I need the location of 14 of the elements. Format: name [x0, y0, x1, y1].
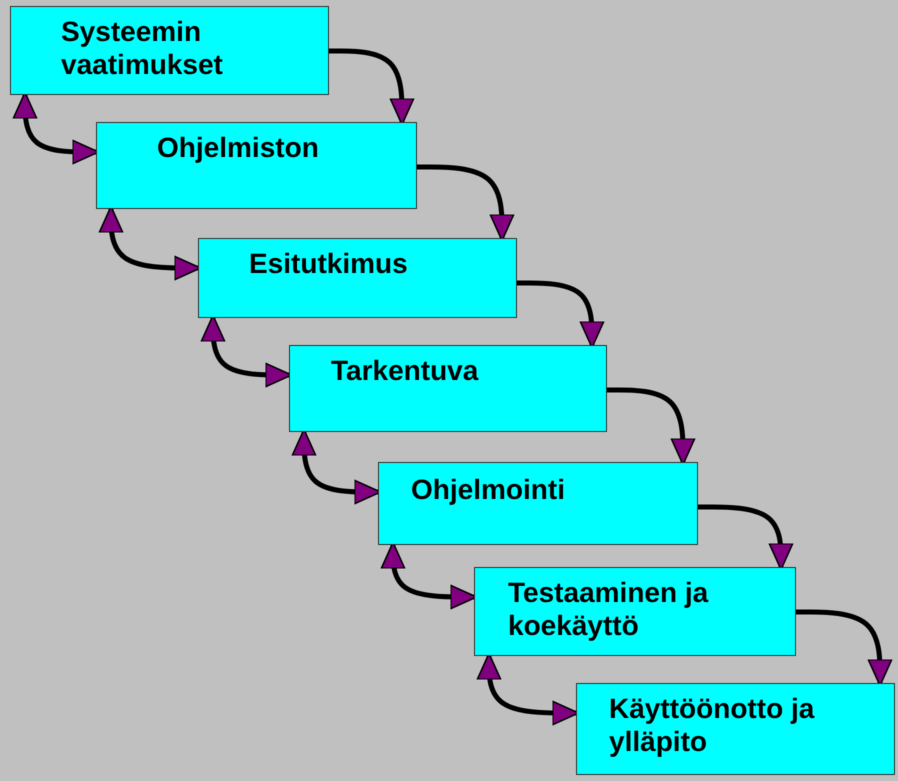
process-box [378, 462, 698, 545]
box-label: Tarkentuva [331, 354, 480, 387]
box-label: Systeemin vaatimukset [61, 15, 224, 81]
process-box [289, 345, 607, 432]
box-label: Testaaminen ja koekäyttö [508, 576, 710, 642]
box-label: Esitutkimus [249, 247, 409, 280]
process-box [198, 238, 517, 318]
box-label: Käyttöönotto ja ylläpito [609, 692, 816, 758]
box-label: Ohjelmointi [411, 473, 566, 506]
process-box [10, 6, 329, 95]
process-box [474, 567, 796, 656]
process-box [576, 683, 895, 775]
process-box [96, 122, 417, 209]
box-label: Ohjelmiston [157, 131, 320, 164]
